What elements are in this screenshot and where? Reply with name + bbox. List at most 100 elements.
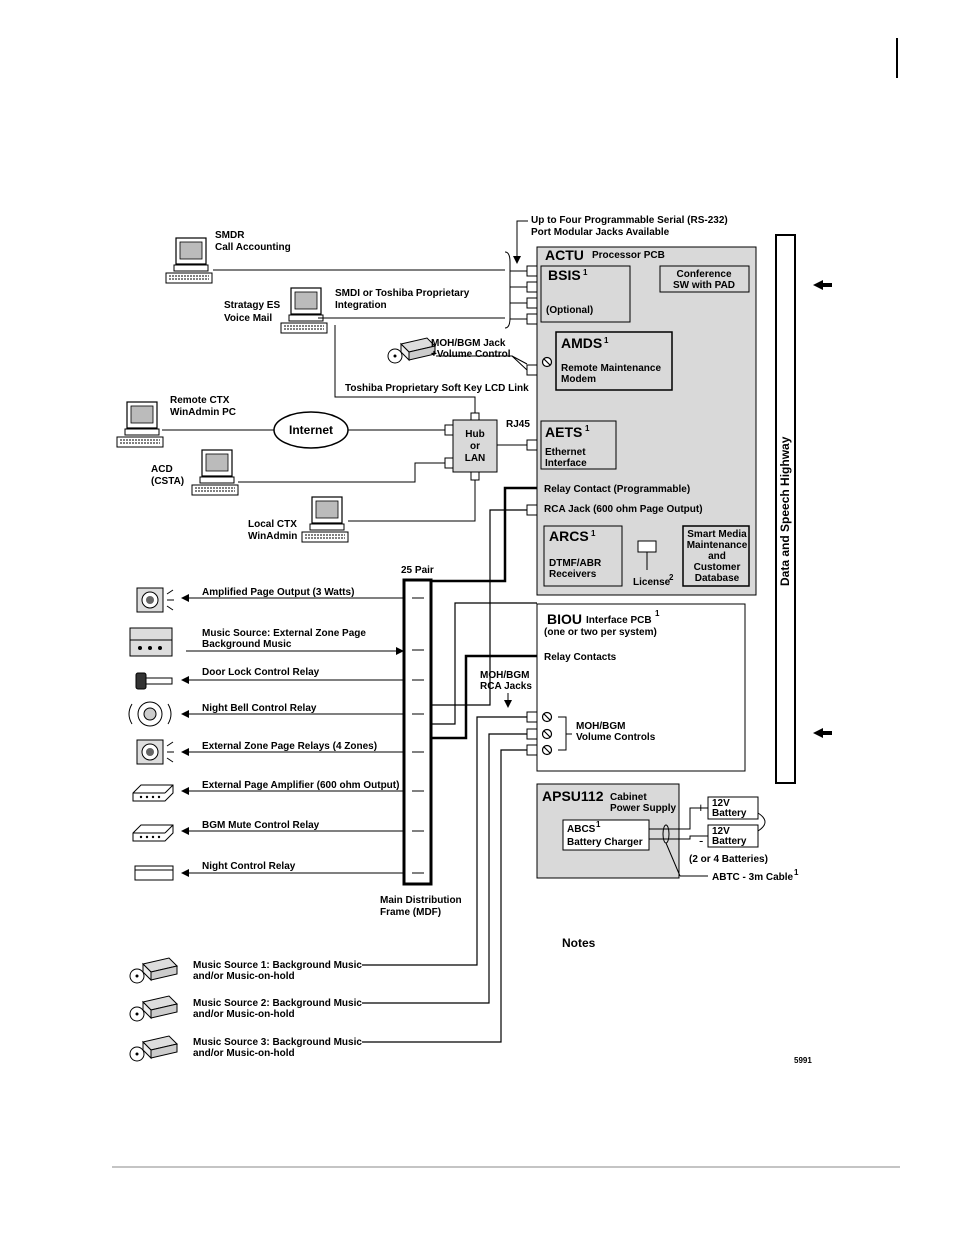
svg-text:1: 1	[655, 609, 660, 618]
svg-text:ACD: ACD	[151, 464, 173, 475]
relay-contact-label: Relay Contact (Programmable)	[544, 484, 690, 495]
svg-text:or: or	[470, 441, 480, 452]
svg-text:1: 1	[604, 336, 609, 345]
svg-text:Night Bell Control Relay: Night Bell Control Relay	[202, 703, 317, 714]
left-arrow-icon	[813, 728, 832, 738]
svg-text:SMDI or Toshiba Proprietary: SMDI or Toshiba Proprietary	[335, 288, 470, 299]
door-lock-icon	[135, 672, 173, 690]
svg-text:Local CTX: Local CTX	[248, 519, 297, 530]
rca-jack-label: RCA Jack (600 ohm Page Output)	[544, 504, 703, 515]
mdf-label-1: Main Distribution	[380, 895, 462, 906]
left-arrow-icon	[813, 280, 832, 290]
svg-text:Maintenance: Maintenance	[687, 540, 748, 551]
minus-icon: -	[699, 833, 703, 848]
svg-text:Ethernet: Ethernet	[545, 447, 586, 458]
volume-knob-icon	[541, 744, 553, 756]
svg-text:DTMF/ABR: DTMF/ABR	[549, 558, 602, 569]
svg-text:Database: Database	[695, 573, 740, 584]
data-speech-highway	[775, 234, 796, 784]
svg-text:BGM Mute Control Relay: BGM Mute Control Relay	[202, 820, 320, 831]
cd-player-icon	[129, 957, 178, 984]
actu-subtitle: Processor PCB	[592, 250, 665, 261]
svg-text:2: 2	[669, 573, 674, 582]
svg-text:12V: 12V	[712, 826, 730, 837]
rca-jacks	[526, 711, 538, 756]
local-ctx-pc-icon	[301, 496, 349, 543]
svg-text:Battery Charger: Battery Charger	[567, 837, 643, 848]
page-amplifier-icon	[132, 784, 174, 802]
serial-label-2: Port Modular Jacks Available	[531, 227, 670, 238]
figure-id: 5991	[794, 1056, 812, 1065]
svg-text:(one or two per system): (one or two per system)	[544, 627, 657, 638]
svg-text:External Zone Page Relays (4 Z: External Zone Page Relays (4 Zones)	[202, 741, 377, 752]
arcs-box	[543, 525, 623, 587]
highway-label: Data and Speech Highway	[778, 436, 792, 586]
svg-text:Smart Media: Smart Media	[687, 529, 747, 540]
aets-title: AETS	[545, 424, 582, 440]
svg-text:External Page Amplifier (600 o: External Page Amplifier (600 ohm Output)	[202, 780, 399, 791]
svg-text:MOH/BGM: MOH/BGM	[576, 721, 625, 732]
speaker-icon	[136, 739, 175, 765]
smdr-pc-icon	[165, 237, 213, 284]
svg-text:Modem: Modem	[561, 374, 596, 385]
arcs-title: ARCS	[549, 528, 589, 544]
svg-text:Call Accounting: Call Accounting	[215, 242, 291, 253]
mdf-label-2: Frame (MDF)	[380, 907, 441, 918]
svg-text:Music Source 3: Background Mus: Music Source 3: Background Music	[193, 1037, 362, 1048]
svg-text:(CSTA): (CSTA)	[151, 476, 184, 487]
svg-text:and/or Music-on-hold: and/or Music-on-hold	[193, 1048, 295, 1059]
svg-text:Interface PCB: Interface PCB	[586, 615, 652, 626]
bsis-box	[540, 265, 631, 323]
svg-text:and/or Music-on-hold: and/or Music-on-hold	[193, 1009, 295, 1020]
bsis-title: BSIS	[548, 267, 581, 283]
svg-text:Conference: Conference	[676, 269, 731, 280]
svg-text:Battery: Battery	[712, 836, 747, 847]
aets-box	[540, 420, 617, 470]
svg-text:Remote CTX: Remote CTX	[170, 395, 230, 406]
svg-text:MOH/BGM: MOH/BGM	[480, 670, 529, 681]
mdf-block	[402, 578, 433, 886]
svg-text:WinAdmin PC: WinAdmin PC	[170, 407, 236, 418]
svg-text:RCA Jacks: RCA Jacks	[480, 681, 532, 692]
svg-text:1: 1	[585, 424, 590, 433]
soft-key-label: Toshiba Proprietary Soft Key LCD Link	[345, 383, 529, 394]
svg-text:Integration: Integration	[335, 300, 387, 311]
svg-text:Stratagy ES: Stratagy ES	[224, 300, 280, 311]
abcs-box	[562, 819, 650, 851]
hub-box	[452, 419, 498, 473]
svg-text:Background Music: Background Music	[202, 639, 292, 650]
svg-text:12V: 12V	[712, 798, 730, 809]
serial-label-1: Up to Four Programmable Serial (RS-232)	[531, 215, 728, 226]
bgm-mute-relay-icon	[132, 824, 174, 842]
smart-media-box	[682, 525, 750, 587]
svg-text:Volume Controls: Volume Controls	[576, 732, 656, 743]
license-chip	[637, 540, 657, 553]
rj45-label: RJ45	[506, 419, 530, 430]
svg-text:and: and	[708, 551, 726, 562]
speaker-icon	[136, 587, 175, 613]
svg-text:SW with PAD: SW with PAD	[673, 280, 735, 291]
battery-count-label: (2 or 4 Batteries)	[689, 854, 768, 865]
svg-text:Hub: Hub	[465, 429, 484, 440]
pair25-label: 25 Pair	[401, 565, 434, 576]
acd-pc-icon	[191, 449, 239, 496]
amds-title: AMDS	[561, 335, 602, 351]
notes-heading: Notes	[562, 936, 596, 950]
svg-text:Receivers: Receivers	[549, 569, 597, 580]
stratagy-pc-icon	[280, 287, 328, 334]
svg-text:Interface: Interface	[545, 458, 587, 469]
volume-knob-icon	[541, 728, 553, 740]
remote-ctx-pc-icon	[116, 401, 164, 448]
svg-text:Music Source 1: Background Mus: Music Source 1: Background Music	[193, 960, 362, 971]
svg-text:Music Source: External Zone Pa: Music Source: External Zone Page	[202, 628, 366, 639]
svg-text:Customer: Customer	[694, 562, 741, 573]
music-source-icon	[129, 627, 173, 657]
svg-text:ABCS: ABCS	[567, 824, 596, 835]
svg-text:Night Control Relay: Night Control Relay	[202, 861, 296, 872]
svg-text:Door Lock Control Relay: Door Lock Control Relay	[202, 667, 320, 678]
moh-jack-icon	[387, 337, 436, 364]
volume-knob-icon	[541, 711, 553, 723]
license-label: License	[633, 577, 671, 588]
svg-text:Music Source 2: Background Mus: Music Source 2: Background Music	[193, 998, 362, 1009]
